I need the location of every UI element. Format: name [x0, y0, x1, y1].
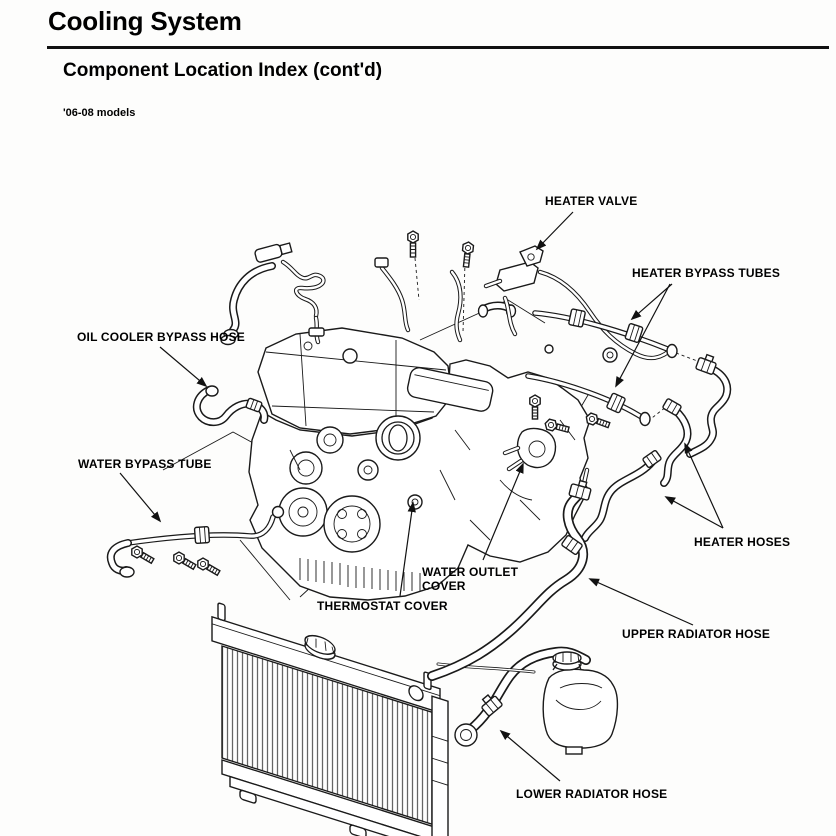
label-lower-radiator-hose: LOWER RADIATOR HOSE [516, 787, 667, 801]
tube-bracket [606, 392, 626, 414]
label-heater-valve: HEATER VALVE [545, 194, 637, 208]
leader-heater-hose-1 [684, 442, 724, 529]
title-rule [47, 46, 829, 49]
label-heater-bypass-tubes: HEATER BYPASS TUBES [632, 266, 780, 280]
engine-illustration [248, 327, 591, 601]
grommets [544, 344, 618, 363]
hose-clamp [662, 398, 682, 416]
tube-bracket [568, 308, 586, 328]
leader-heater-valve [535, 211, 574, 251]
radiator-filler-neck [408, 685, 424, 702]
leader-heater-bypass-tube-2 [615, 283, 671, 388]
label-oil-cooler-bypass-hose: OIL COOLER BYPASS HOSE [77, 330, 245, 344]
label-upper-radiator-hose: UPPER RADIATOR HOSE [622, 627, 770, 641]
water-outlet-cover-part [502, 427, 557, 472]
leader-heater-hose-2 [664, 496, 724, 529]
label-heater-hoses: HEATER HOSES [694, 535, 790, 549]
leader-heater-bypass-tube-1 [630, 283, 673, 321]
hose-clamp [695, 353, 717, 375]
model-note: '06-08 models [63, 107, 136, 119]
coolant-reservoir-illustration [542, 651, 619, 755]
vacuum-pipe-cluster [220, 242, 463, 346]
radiator-cap [304, 634, 336, 660]
heater-bypass-tubes-illustration [525, 308, 678, 427]
leader-water-outlet-cover [482, 462, 524, 561]
leader-oil-cooler-bypass-hose [159, 346, 208, 388]
section-heading: Component Location Index (cont'd) [63, 60, 383, 81]
label-thermostat-cover: THERMOSTAT COVER [317, 599, 448, 613]
hose-clamp [568, 479, 592, 501]
tube-bracket [624, 323, 644, 343]
label-water-bypass-tube: WATER BYPASS TUBE [78, 457, 212, 471]
page-title: Cooling System [48, 6, 242, 36]
leader-lower-radiator-hose [499, 729, 561, 782]
radiator-illustration [211, 602, 449, 836]
heater-valve-illustration [477, 245, 671, 361]
reservoir-cap [552, 651, 582, 671]
upper-radiator-hose-illustration [427, 467, 592, 681]
oil-cooler-bypass-hose-illustration [192, 385, 269, 427]
hose-clamp [245, 397, 263, 413]
hose-clamp [481, 694, 503, 717]
label-water-outlet-cover-line1: WATER OUTLET [422, 565, 519, 579]
label-water-outlet-cover-line2: COVER [422, 579, 466, 593]
heater-hoses-illustration [581, 353, 732, 542]
thermostat-cover-part [407, 494, 423, 510]
tube-bracket [193, 525, 211, 545]
labels: HEATER VALVE HEATER BYPASS TUBES OIL COO… [77, 194, 790, 801]
water-bypass-tube-illustration [106, 505, 285, 578]
leader-thermostat-cover [399, 501, 416, 597]
bolts [131, 230, 611, 577]
hose-clamp [561, 535, 583, 555]
leader-water-bypass-tube [119, 472, 162, 523]
leader-upper-radiator-hose [588, 578, 694, 626]
hose-clamp [642, 449, 662, 469]
